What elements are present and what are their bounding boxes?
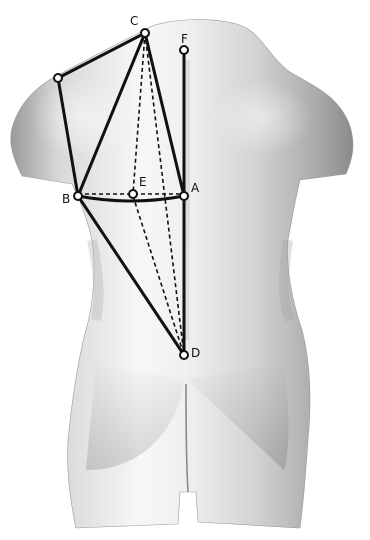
waist-shade — [92, 240, 99, 320]
label-D: D — [191, 346, 200, 360]
point-B — [74, 192, 82, 200]
right-shoulder-highlight — [212, 80, 312, 156]
label-A: A — [191, 181, 200, 195]
label-B: B — [62, 192, 70, 206]
point-upper-left — [54, 74, 62, 82]
left-shoulder-highlight — [30, 78, 134, 158]
label-F: F — [181, 32, 188, 46]
label-E: E — [139, 175, 147, 189]
point-D — [180, 351, 188, 359]
point-C — [141, 29, 149, 37]
point-E — [129, 190, 137, 198]
label-C: C — [130, 14, 138, 28]
point-F — [180, 46, 188, 54]
point-A — [180, 192, 188, 200]
